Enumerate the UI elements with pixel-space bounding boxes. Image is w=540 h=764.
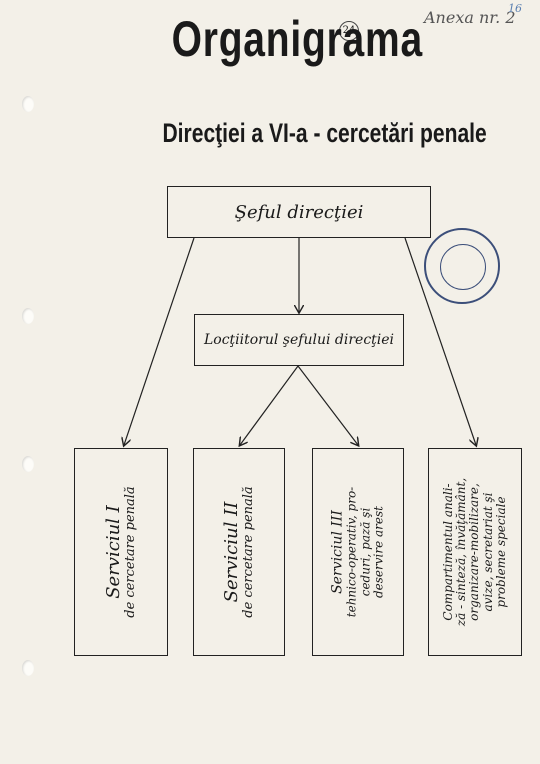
department-line: organizare-mobilizare, — [467, 483, 482, 621]
department-subtitle: de cercetare penală — [240, 486, 256, 618]
annex-label: Anexa nr. 2 — [424, 8, 516, 27]
connector-deputy-serviciul-3 — [297, 365, 358, 445]
department-box-serviciul-3: Serviciul III tehnico-operativ, pro- ced… — [312, 448, 404, 656]
stamp-seal-icon — [440, 244, 486, 290]
page-title: Organigrama — [171, 11, 423, 67]
department-line: ceduri, pază şi — [358, 507, 373, 597]
department-box-serviciul-1: Serviciul I de cercetare penală — [74, 448, 168, 656]
deputy-label: Locţiitorul şefului direcţiei — [203, 332, 395, 348]
chief-label: Şeful direcţiei — [234, 201, 364, 223]
department-title: Serviciul II — [220, 501, 242, 603]
archive-stamp — [424, 228, 500, 304]
department-title: Serviciul III — [329, 510, 346, 594]
punch-hole — [22, 96, 34, 112]
punch-hole — [22, 308, 34, 324]
connector-deputy-serviciul-2 — [240, 365, 299, 445]
deputy-box: Locţiitorul şefului direcţiei — [194, 314, 404, 366]
department-line: probleme speciale — [493, 496, 508, 608]
page-subtitle: Direcţiei a VI-a - cercetări penale — [162, 118, 487, 148]
department-subtitle: de cercetare penală — [122, 486, 138, 618]
department-line: tehnico-operativ, pro- — [344, 486, 359, 618]
department-title: Serviciul I — [102, 505, 124, 599]
department-box-compartiment: Compartimentul anali- ză - sinteză, învă… — [428, 448, 522, 656]
department-line: deservire arest — [371, 505, 386, 599]
department-line: avize, secretariat şi — [480, 492, 495, 612]
chief-box: Şeful direcţiei — [167, 186, 431, 238]
connector-chief-compartiment — [404, 237, 476, 445]
annex-handwritten-number: 16 — [508, 2, 522, 15]
connector-chief-serviciul-1 — [124, 237, 195, 445]
punch-hole — [22, 660, 34, 676]
department-box-serviciul-2: Serviciul II de cercetare penală — [193, 448, 285, 656]
page-number: 24 — [339, 21, 359, 41]
punch-hole — [22, 456, 34, 472]
